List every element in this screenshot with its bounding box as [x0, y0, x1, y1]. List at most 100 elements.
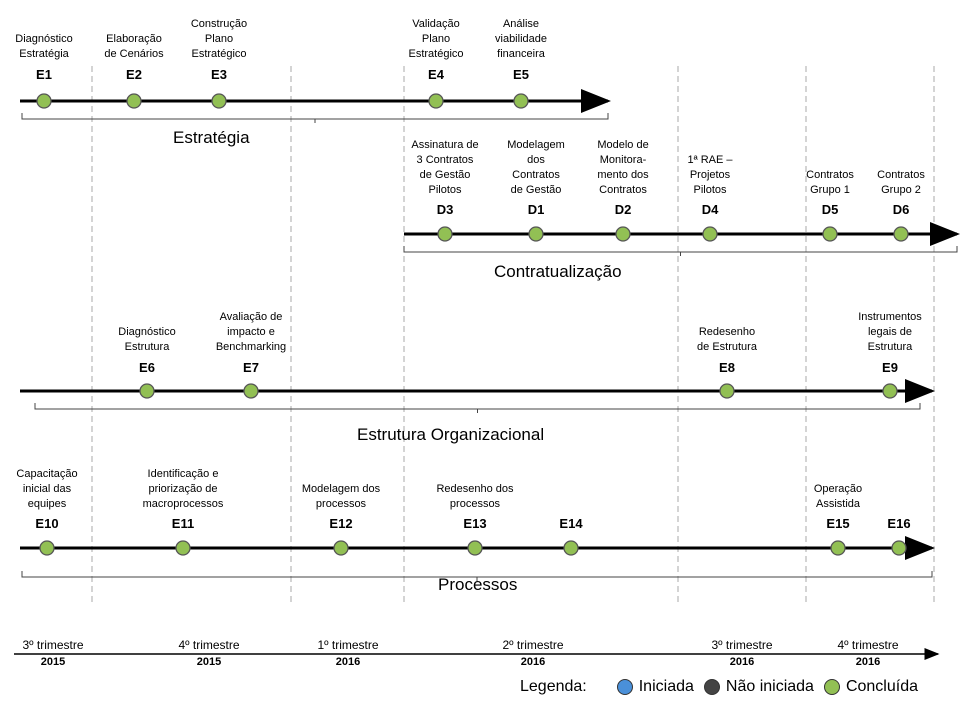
legend-dot-icon — [703, 679, 720, 695]
milestone-label-line: Projetos — [689, 169, 731, 181]
legend-label: Não iniciada — [725, 678, 814, 695]
milestone-code-D5: D5 — [821, 202, 839, 217]
milestone-label-line: Grupo 2 — [881, 184, 921, 196]
milestone-dot-E14 — [563, 540, 579, 556]
milestone-label-line: de Gestão — [510, 184, 562, 196]
track-brace-1 — [403, 246, 958, 256]
milestone-label-line: Redesenho dos — [436, 483, 514, 495]
milestone-label-line: de Gestão — [419, 169, 471, 181]
milestone-dot-D4 — [702, 226, 718, 242]
milestone-label-line: Contratos — [806, 169, 854, 181]
track-title-2: Estrutura Organizacional — [357, 425, 545, 444]
period-label-4: 3º trimestre 2016 — [711, 638, 772, 670]
milestone-dot-E9 — [882, 383, 898, 399]
milestone-dot-E10 — [39, 540, 55, 556]
milestone-label-line: Estratégia — [19, 48, 69, 60]
milestone-dot-D2 — [615, 226, 631, 242]
period-label-2: 1º trimestre 2016 — [317, 638, 378, 670]
track-title-1: Contratualização — [494, 262, 622, 281]
milestone-dot-D3 — [437, 226, 453, 242]
milestone-label-line: Grupo 1 — [810, 184, 850, 196]
legend-item-iniciada: Iniciada — [616, 678, 694, 696]
milestone-label-line: Instrumentos — [858, 311, 922, 323]
milestone-code-E16: E16 — [887, 516, 911, 531]
milestone-label-line: Análise — [502, 18, 540, 30]
legend-label: Iniciada — [638, 678, 694, 695]
milestone-label-line: de Estrutura — [697, 341, 757, 353]
period-year: 2015 — [196, 656, 222, 668]
milestone-label-line: Pilotos — [693, 184, 727, 196]
milestone-label-line: Modelagem dos — [301, 483, 381, 495]
milestone-label-line: processos — [315, 498, 367, 510]
milestone-label-line: Validação — [412, 18, 460, 30]
milestone-label-line: Diagnóstico — [15, 33, 73, 45]
milestone-code-E5: E5 — [513, 67, 529, 82]
milestone-dot-E1 — [36, 93, 52, 109]
milestone-label-line: Redesenho — [698, 326, 756, 338]
milestone-label-line: de Cenários — [104, 48, 164, 60]
milestone-code-E6: E6 — [139, 360, 155, 375]
milestone-label-line: equipes — [27, 498, 67, 510]
milestone-label-line: Contratos — [877, 169, 925, 181]
legend-title: Legenda: — [520, 678, 587, 695]
milestone-label-line: Operação — [813, 483, 863, 495]
milestone-label-line: Identificação e — [147, 468, 219, 480]
milestone-label-line: Modelo de — [597, 139, 649, 151]
milestone-dot-D1 — [528, 226, 544, 242]
track-brace-0 — [21, 113, 609, 123]
legend-item-concluida: Concluída — [823, 678, 918, 696]
milestone-label-line: Benchmarking — [215, 341, 287, 353]
milestone-label-line: Monitora- — [599, 154, 647, 166]
period-quarter: 1º trimestre — [317, 638, 379, 652]
milestone-code-E3: E3 — [211, 67, 227, 82]
milestone-code-E2: E2 — [126, 67, 142, 82]
milestone-label-line: 1ª RAE – — [687, 154, 733, 166]
milestone-label-line: Assinatura de — [411, 139, 479, 151]
period-year: 2016 — [855, 656, 881, 668]
milestone-code-E14: E14 — [559, 516, 583, 531]
milestone-label-line: Pilotos — [428, 184, 462, 196]
period-label-1: 4º trimestre 2015 — [178, 638, 239, 670]
milestone-label-line: Contratos — [512, 169, 560, 181]
milestone-dot-D5 — [822, 226, 838, 242]
milestone-label-E8: Redesenho de Estrutura — [697, 325, 757, 355]
milestone-dot-E4 — [428, 93, 444, 109]
milestone-label-line: Estrutura — [124, 341, 170, 353]
milestone-label-line: Capacitação — [16, 468, 78, 480]
period-year: 2015 — [40, 656, 66, 668]
milestone-label-line: Estrutura — [867, 341, 913, 353]
milestone-label-E12: Modelagem dos processos — [302, 482, 380, 512]
track-brace-3 — [21, 571, 933, 581]
period-year: 2016 — [729, 656, 755, 668]
period-quarter: 3º trimestre — [711, 638, 773, 652]
milestone-code-E15: E15 — [826, 516, 850, 531]
period-quarter: 4º trimestre — [178, 638, 240, 652]
milestone-code-E7: E7 — [243, 360, 259, 375]
milestone-code-E11: E11 — [171, 516, 195, 531]
milestone-dot-E3 — [211, 93, 227, 109]
period-year: 2016 — [335, 656, 361, 668]
milestone-dot-E6 — [139, 383, 155, 399]
track-title-0: Estratégia — [173, 128, 250, 147]
legend-item-nao_iniciada: Não iniciada — [703, 678, 814, 696]
track-title-3: Processos — [438, 575, 518, 594]
period-year: 2016 — [520, 656, 546, 668]
